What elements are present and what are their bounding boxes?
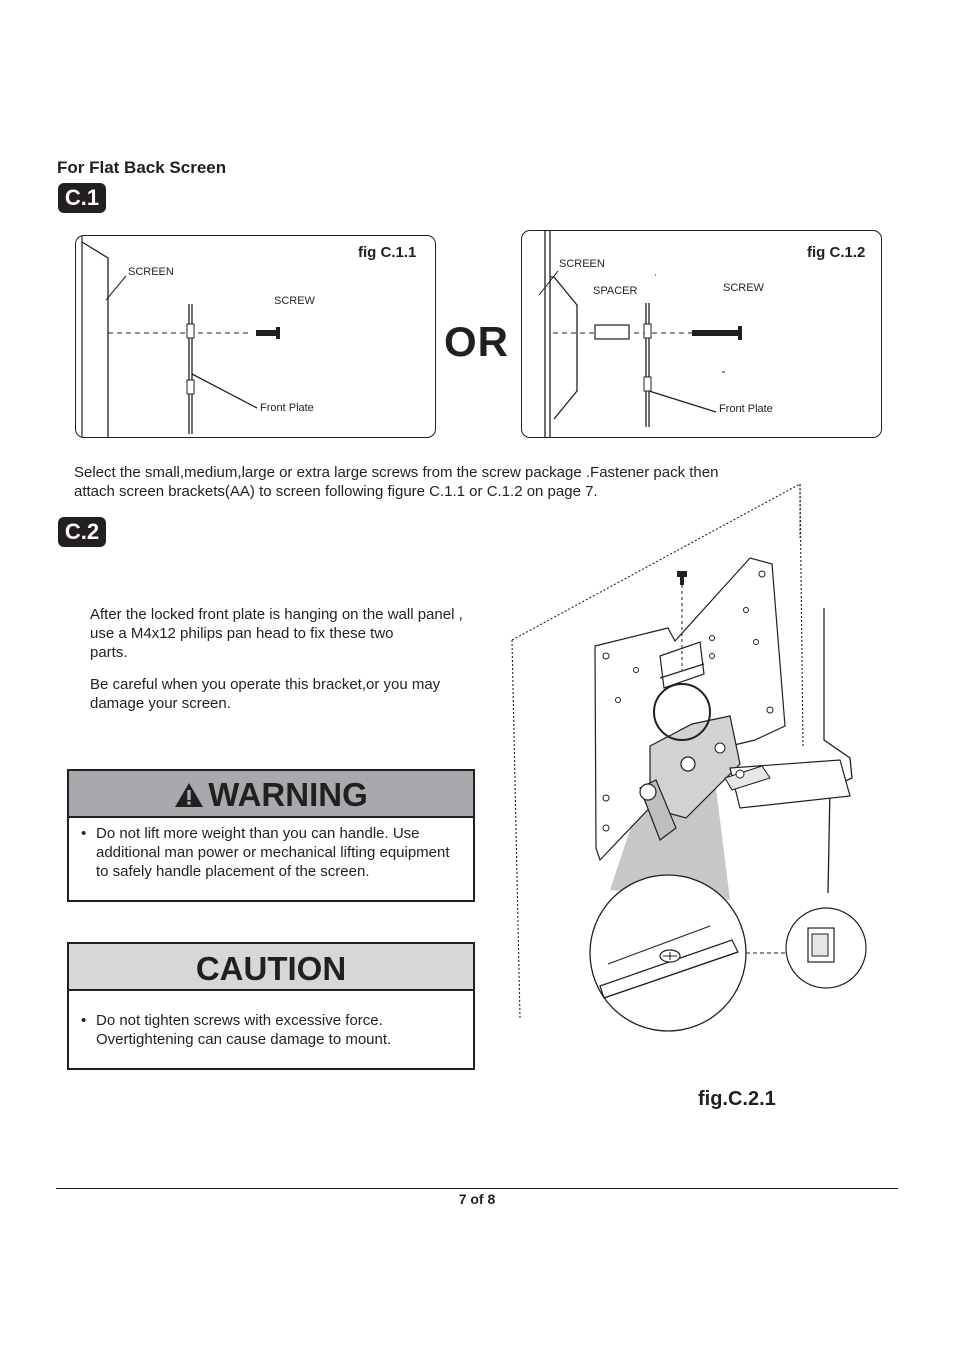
warning-triangle-icon <box>175 783 204 807</box>
fig-c11-front-plate-label: Front Plate <box>260 402 314 414</box>
fig-c11-screen-label: SCREEN <box>128 266 174 278</box>
fig-c12-title: fig C.1.2 <box>807 244 866 261</box>
figure-c12: fig C.1.2 SCREEN SPACER SCREW Front Plat… <box>521 230 882 438</box>
warning-header: WARNING <box>69 771 473 818</box>
c2-p1-line-3: parts. <box>90 644 128 661</box>
fig-c12-front-plate-label: Front Plate <box>719 403 773 415</box>
page-number: 7 of 8 <box>458 1191 496 1207</box>
figure-c11: fig C.1.1 SCREEN SCREW Front Plate <box>75 235 436 438</box>
caution-line-2: Overtightening can cause damage to mount… <box>96 1031 392 1048</box>
warning-line-3: to safely handle placement of the screen… <box>96 863 370 880</box>
section-heading: For Flat Back Screen <box>57 158 227 177</box>
c2-p2-line-2: damage your screen. <box>90 695 231 712</box>
footer-rule <box>56 1188 898 1189</box>
fig-c12-spacer-label: SPACER <box>593 285 638 297</box>
flat-screen-diagram <box>81 236 280 437</box>
c2-p2-line-1: Be careful when you operate this bracket… <box>90 676 441 693</box>
c1-line-1: Select the small,medium,large or extra l… <box>74 464 719 481</box>
caution-line-1: Do not tighten screws with excessive for… <box>96 1012 383 1029</box>
step-badge-c1: C.1 <box>58 183 106 213</box>
spacer-screen-diagram <box>538 231 742 437</box>
fig-c11-screw-label: SCREW <box>274 295 315 307</box>
c2-p1-line-1: After the locked front plate is hanging … <box>90 606 463 623</box>
step-badge-c2: C.2 <box>58 517 106 547</box>
warning-box: WARNING • Do not lift more weight than y… <box>67 769 475 902</box>
caution-title: CAUTION <box>69 944 473 991</box>
or-divider: OR <box>444 318 509 365</box>
c2-instructions: After the locked front plate is hanging … <box>90 605 463 713</box>
c1-instructions: Select the small,medium,large or extra l… <box>74 463 718 501</box>
warning-body: • Do not lift more weight than you can h… <box>69 818 473 881</box>
caution-box: CAUTION • Do not tighten screws with exc… <box>67 942 475 1070</box>
c1-line-2: attach screen brackets(AA) to screen fol… <box>74 483 598 500</box>
fig-c21-caption: fig.C.2.1 <box>698 1088 776 1110</box>
fig-c12-screw-label: SCREW <box>723 282 764 294</box>
fig-c12-screen-label: SCREEN <box>559 258 605 270</box>
fig-c11-title: fig C.1.1 <box>358 244 417 261</box>
caution-body: • Do not tighten screws with excessive f… <box>69 991 473 1049</box>
warning-title: WARNING <box>208 776 368 813</box>
warning-line-1: Do not lift more weight than you can han… <box>96 825 420 842</box>
mount-assembly-illustration <box>511 483 867 1032</box>
warning-line-2: additional man power or mechanical lifti… <box>96 844 450 861</box>
c2-p1-line-2: use a M4x12 philips pan head to fix thes… <box>90 625 394 642</box>
